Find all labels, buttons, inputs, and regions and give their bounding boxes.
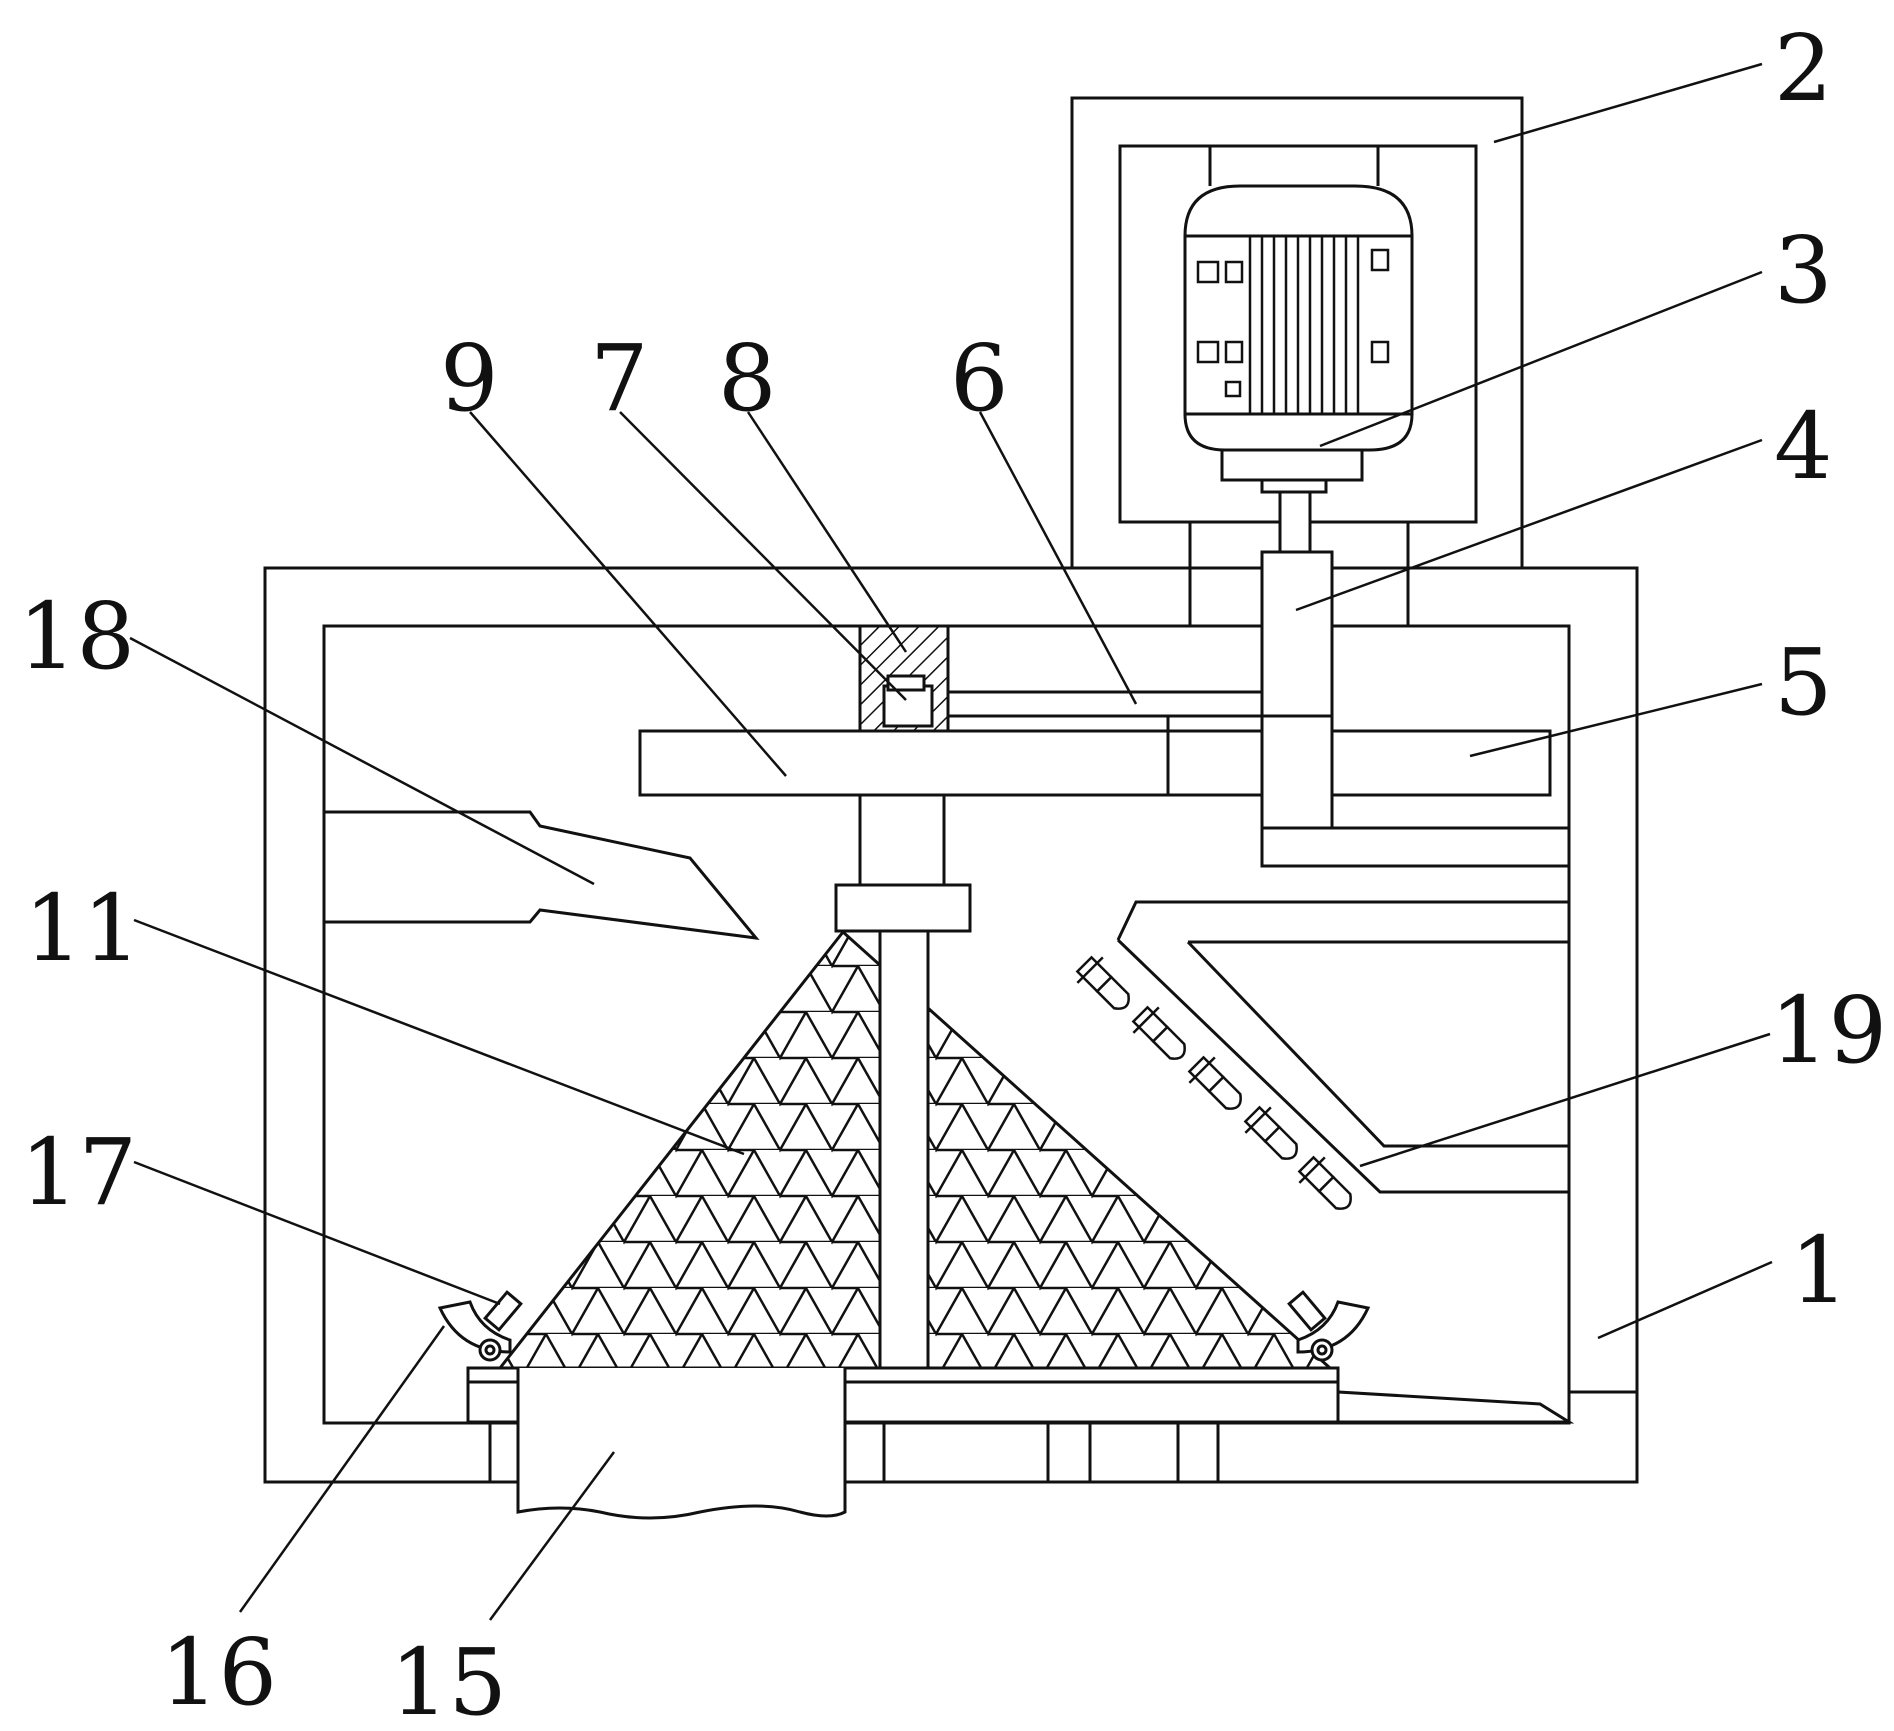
connecting-rod	[948, 690, 1262, 718]
label-7: 7	[590, 325, 649, 432]
spray-bar	[1116, 900, 1569, 1194]
motor	[1183, 146, 1414, 554]
outer-housing	[263, 566, 1639, 1484]
labels: 2 3 4 5 6 7 8 9 18 11 19 17 1 16 15	[18, 15, 1887, 1731]
label-15: 15	[390, 1629, 507, 1731]
label-4: 4	[1774, 393, 1833, 500]
label-1: 1	[1790, 1217, 1849, 1324]
shaft-bracket	[1260, 826, 1569, 868]
conical-screen	[496, 929, 1334, 1373]
label-8: 8	[718, 325, 777, 432]
label-11: 11	[24, 875, 141, 982]
right-hinge	[1287, 1290, 1371, 1362]
label-9: 9	[440, 325, 499, 432]
outlet-pipe	[516, 1368, 847, 1520]
discharge-slope	[1336, 1390, 1575, 1424]
slider-block	[858, 624, 950, 733]
feed-chute	[324, 810, 760, 940]
label-17: 17	[20, 1119, 137, 1226]
spray-nozzles	[1075, 955, 1352, 1210]
leader-lines	[129, 62, 1773, 1621]
label-19: 19	[1770, 977, 1887, 1084]
label-16: 16	[160, 1619, 277, 1726]
spindle	[834, 793, 972, 933]
rotating-arm	[638, 714, 1552, 830]
label-3: 3	[1774, 217, 1833, 324]
label-6: 6	[950, 325, 1009, 432]
left-hinge	[437, 1290, 523, 1362]
label-5: 5	[1774, 629, 1833, 736]
label-2: 2	[1774, 15, 1833, 122]
label-18: 18	[18, 583, 135, 690]
